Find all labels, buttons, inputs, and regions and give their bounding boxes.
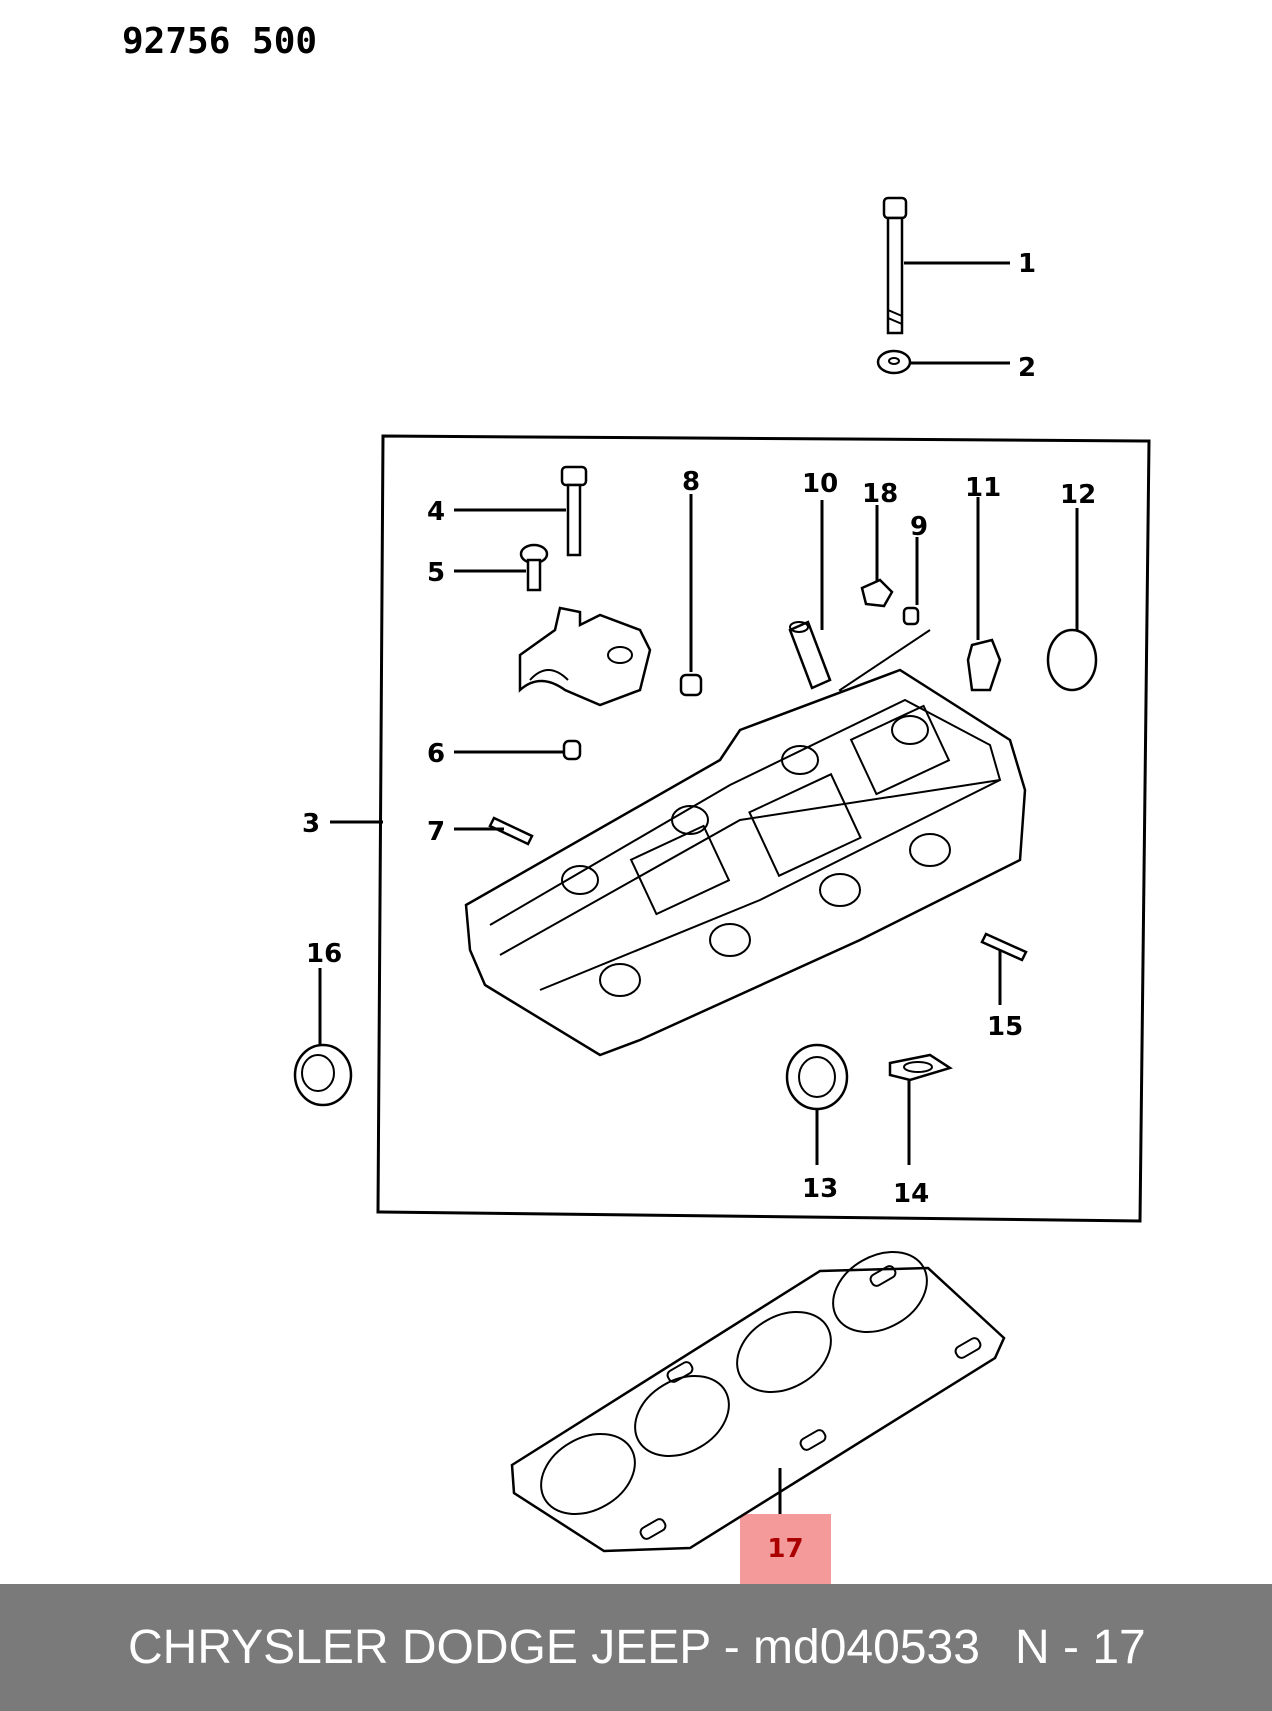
part-9[interactable] xyxy=(902,606,920,626)
part-11[interactable] xyxy=(966,638,1002,692)
callout-4[interactable]: 4 xyxy=(427,497,445,527)
callout-1[interactable]: 1 xyxy=(1018,249,1036,279)
part-tube-10[interactable] xyxy=(788,620,832,690)
callout-17-label[interactable]: 17 xyxy=(767,1534,804,1564)
footer-part-number: CHRYSLER DODGE JEEP - md040533 xyxy=(128,1621,980,1674)
part-bearing-cap[interactable] xyxy=(518,606,652,707)
part-cylinder-head[interactable] xyxy=(464,668,1027,1057)
part-8[interactable] xyxy=(679,673,703,697)
part-6[interactable] xyxy=(562,739,582,761)
part-oil-seal-16[interactable] xyxy=(293,1043,353,1107)
callout-14[interactable]: 14 xyxy=(893,1179,929,1209)
callout-9[interactable]: 9 xyxy=(910,512,928,542)
callout-16[interactable]: 16 xyxy=(306,939,342,969)
callout-6[interactable]: 6 xyxy=(427,739,445,769)
part-head-gasket-17[interactable] xyxy=(510,1236,1006,1553)
callout-3[interactable]: 3 xyxy=(302,809,320,839)
callout-12[interactable]: 12 xyxy=(1060,480,1096,510)
part-seal-14[interactable] xyxy=(888,1053,953,1082)
callout-15[interactable]: 15 xyxy=(987,1012,1023,1042)
part-plug-12[interactable] xyxy=(1046,628,1098,692)
part-bolt-4[interactable] xyxy=(560,465,588,557)
callout-8[interactable]: 8 xyxy=(682,467,700,497)
highlight-box xyxy=(740,1514,831,1584)
callout-13[interactable]: 13 xyxy=(802,1174,838,1204)
callout-7[interactable]: 7 xyxy=(427,817,445,847)
document-code: 92756 500 xyxy=(122,21,317,62)
part-18[interactable] xyxy=(860,578,894,608)
callout-18[interactable]: 18 xyxy=(862,479,898,509)
assembly-frame xyxy=(376,434,1151,1223)
callout-10[interactable]: 10 xyxy=(802,469,838,499)
parts-diagram: 92756 500 1 2 3 4 5 6 xyxy=(122,21,1151,1553)
part-pin-7[interactable] xyxy=(488,816,534,846)
part-washer-2[interactable] xyxy=(876,349,912,375)
part-bolt-1[interactable] xyxy=(882,196,908,335)
part-pin-15[interactable] xyxy=(980,932,1028,962)
callout-11[interactable]: 11 xyxy=(965,473,1001,503)
footer-page-ref: N - 17 xyxy=(1015,1621,1146,1674)
callout-2[interactable]: 2 xyxy=(1018,353,1036,383)
footer-bar: CHRYSLER DODGE JEEP - md040533 N - 17 xyxy=(0,1584,1272,1711)
callout-5[interactable]: 5 xyxy=(427,558,445,588)
part-seal-13[interactable] xyxy=(785,1043,849,1111)
part-bolt-5[interactable] xyxy=(519,543,549,592)
